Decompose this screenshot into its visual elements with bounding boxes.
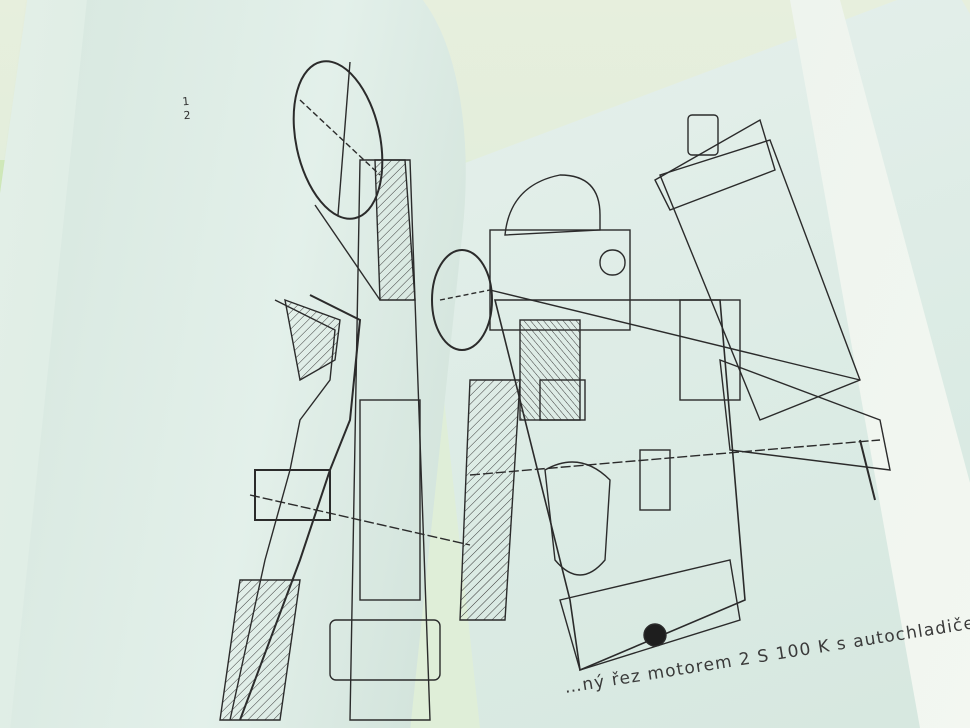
right-drawing-engine — [431, 114, 891, 672]
left-drawing-flywheel — [219, 60, 471, 721]
